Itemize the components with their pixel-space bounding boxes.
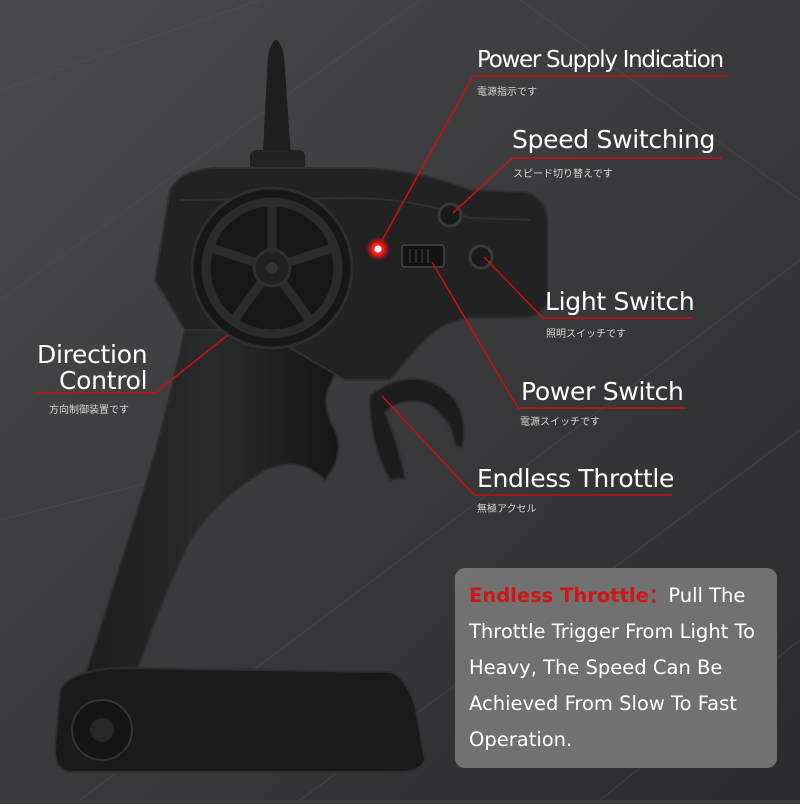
throttle-note-text: Endless Throttle：Pull The Throttle Trigg… (469, 578, 769, 758)
throttle-note-box: Endless Throttle：Pull The Throttle Trigg… (455, 568, 777, 768)
light-switch-label: Light Switch (545, 287, 695, 316)
callout-lines (35, 75, 728, 496)
throttle-note-body: Pull The Throttle Trigger From Light To … (469, 584, 756, 751)
power-switch-sub: 電源スイッチです (520, 417, 600, 428)
light-switch-sub: 照明スイッチです (546, 329, 626, 340)
speed-switching-label: Speed Switching (512, 125, 716, 154)
endless-throttle-sub: 無極アクセル (477, 504, 537, 515)
steering-wheel (190, 186, 354, 350)
power-switch-label: Power Switch (521, 377, 684, 406)
speed-switching-sub: スピード切り替えです (513, 169, 613, 180)
direction-control-label-line2: Control (59, 366, 148, 395)
speed-switch-button (437, 202, 463, 228)
throttle-note-title: Endless Throttle： (469, 584, 669, 607)
light-switch-button (468, 244, 494, 270)
power-indication-sub: 電源指示です (477, 87, 537, 98)
power-led (374, 245, 382, 253)
endless-throttle-label: Endless Throttle (477, 464, 675, 493)
throttle-trigger (368, 377, 465, 482)
base (53, 666, 427, 773)
grip (78, 318, 347, 721)
direction-control-label-line1: Direction (37, 340, 148, 369)
power-indication-label: Power Supply Indication (477, 47, 724, 73)
direction-control-sub: 方向制御装置です (49, 405, 129, 416)
